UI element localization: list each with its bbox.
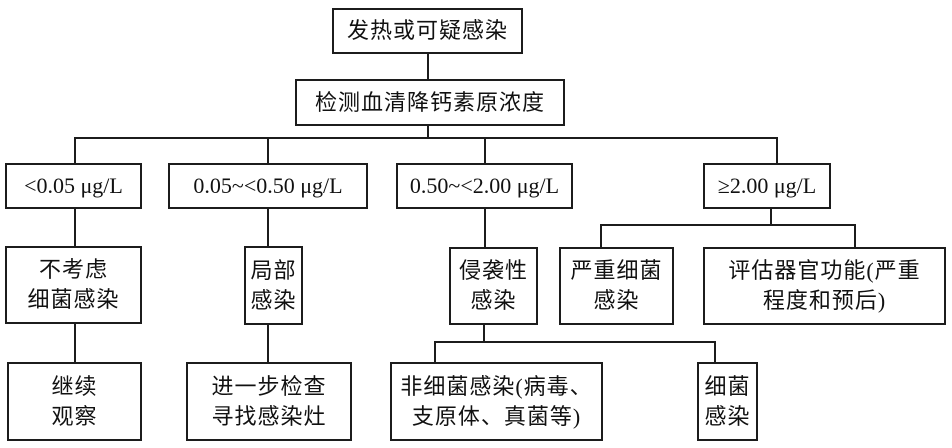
- node-local-infection: 局部 感染: [244, 246, 303, 325]
- node-fever-or-suspected-infection: 发热或可疑感染: [332, 8, 523, 54]
- edge-range-high-stem: [770, 209, 772, 226]
- edge-local-to-further-exam: [267, 325, 269, 362]
- edge-branch-to-range-high: [776, 137, 778, 163]
- edge-to-bacterial: [714, 341, 716, 362]
- node-invasive-infection: 侵袭性 感染: [449, 247, 538, 325]
- edge-to-assess-organ: [854, 224, 856, 247]
- node-no-bacterial-infection: 不考虑 细菌感染: [5, 246, 142, 324]
- node-bacterial-infection: 细菌 感染: [697, 362, 758, 441]
- edge-range-mid-high-to-invasive: [484, 209, 486, 247]
- node-range-0-50-to-2-00: 0.50~<2.00 μg/L: [396, 163, 573, 209]
- node-test-serum-procalcitonin: 检测血清降钙素原浓度: [295, 79, 565, 126]
- edge-main-branchline: [74, 137, 778, 139]
- edge-range-high-branchline: [600, 224, 856, 226]
- edge-invasive-branchline: [434, 341, 716, 343]
- edge-branch-to-range-low: [74, 137, 76, 163]
- edge-fever-to-test: [427, 54, 429, 79]
- edge-test-to-branchline: [427, 126, 429, 138]
- edge-to-severe-bacterial: [600, 224, 602, 247]
- node-further-examination: 进一步检查 寻找感染灶: [186, 362, 352, 441]
- node-range-0-05-to-0-50: 0.05~<0.50 μg/L: [168, 163, 368, 209]
- node-assess-organ-function: 评估器官功能(严重 程度和预后): [703, 247, 946, 325]
- edge-range-low-to-no-bacterial: [74, 209, 76, 246]
- node-severe-bacterial-infection: 严重细菌 感染: [559, 247, 674, 325]
- node-range-below-0-05: <0.05 μg/L: [5, 163, 142, 209]
- node-non-bacterial-infection: 非细菌感染(病毒、 支原体、真菌等): [390, 362, 603, 441]
- edge-invasive-stem: [483, 325, 485, 342]
- edge-to-non-bacterial: [434, 341, 436, 362]
- edge-no-bacterial-to-observe: [74, 324, 76, 362]
- edge-branch-to-range-mid-low: [267, 137, 269, 163]
- node-continue-observation: 继续 观察: [7, 362, 142, 441]
- edge-branch-to-range-mid-high: [484, 137, 486, 163]
- edge-range-mid-low-to-local: [267, 209, 269, 246]
- node-range-above-2-00: ≥2.00 μg/L: [703, 163, 831, 209]
